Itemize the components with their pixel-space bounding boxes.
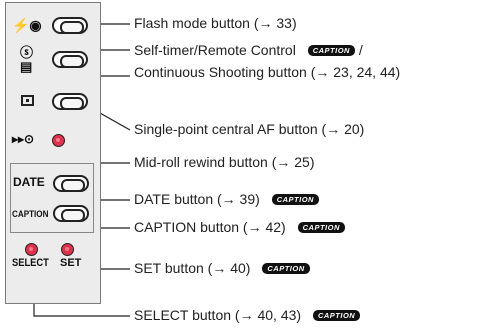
self-timer-label-sep: /	[354, 42, 363, 58]
self-timer-label: Self-timer/Remote Control CAPTION /	[134, 42, 363, 59]
flash-label: Flash mode button (→ 33)	[134, 15, 297, 31]
select-button[interactable]	[25, 243, 38, 256]
set-button[interactable]	[61, 243, 74, 256]
select-label: SELECT button (→ 40, 43) CAPTION	[134, 307, 361, 324]
af-button[interactable]	[52, 93, 88, 110]
mid-roll-rewind-button[interactable]	[52, 134, 65, 147]
set-text: SET	[60, 257, 82, 269]
date-button[interactable]	[53, 175, 89, 192]
date-text: DATE	[13, 175, 45, 189]
caption-label-text: CAPTION button (→ 42)	[134, 219, 286, 235]
date-label: DATE button (→ 39) CAPTION	[134, 191, 319, 208]
caption-badge: CAPTION	[307, 45, 355, 56]
af-point-icon	[21, 95, 34, 106]
caption-text: CAPTION	[12, 209, 49, 219]
rewind-label: Mid-roll rewind button (→ 25)	[134, 154, 315, 170]
caption-badge: CAPTION	[297, 222, 345, 233]
select-text: SELECT	[12, 257, 49, 269]
date-caption-group	[10, 163, 94, 233]
flash-mode-button[interactable]	[52, 17, 88, 34]
caption-label: CAPTION button (→ 42) CAPTION	[134, 219, 345, 236]
continuous-shooting-icon: ▤	[20, 59, 33, 74]
continuous-label: Continuous Shooting button (→ 23, 24, 44…	[134, 64, 401, 80]
rewind-icon: ▸▸⊙	[12, 132, 35, 146]
flash-mode-icon: ⚡◉	[12, 17, 42, 33]
control-panel: ⚡◉ ⓢ ▤ ▸▸⊙ DATE CAPTION SELECT SET	[5, 2, 101, 304]
self-timer-label-text: Self-timer/Remote Control	[134, 42, 296, 58]
select-label-text: SELECT button (→ 40, 43)	[134, 307, 302, 323]
self-timer-button[interactable]	[52, 51, 88, 68]
caption-badge: CAPTION	[312, 310, 361, 321]
set-label: SET button (→ 40) CAPTION	[134, 260, 310, 277]
caption-badge: CAPTION	[262, 263, 310, 274]
self-timer-icon: ⓢ	[20, 45, 34, 60]
caption-badge: CAPTION	[271, 194, 319, 205]
af-label: Single-point central AF button (→ 20)	[134, 121, 365, 137]
caption-button[interactable]	[53, 205, 89, 222]
date-label-text: DATE button (→ 39)	[134, 191, 260, 207]
set-label-text: SET button (→ 40)	[134, 260, 251, 276]
